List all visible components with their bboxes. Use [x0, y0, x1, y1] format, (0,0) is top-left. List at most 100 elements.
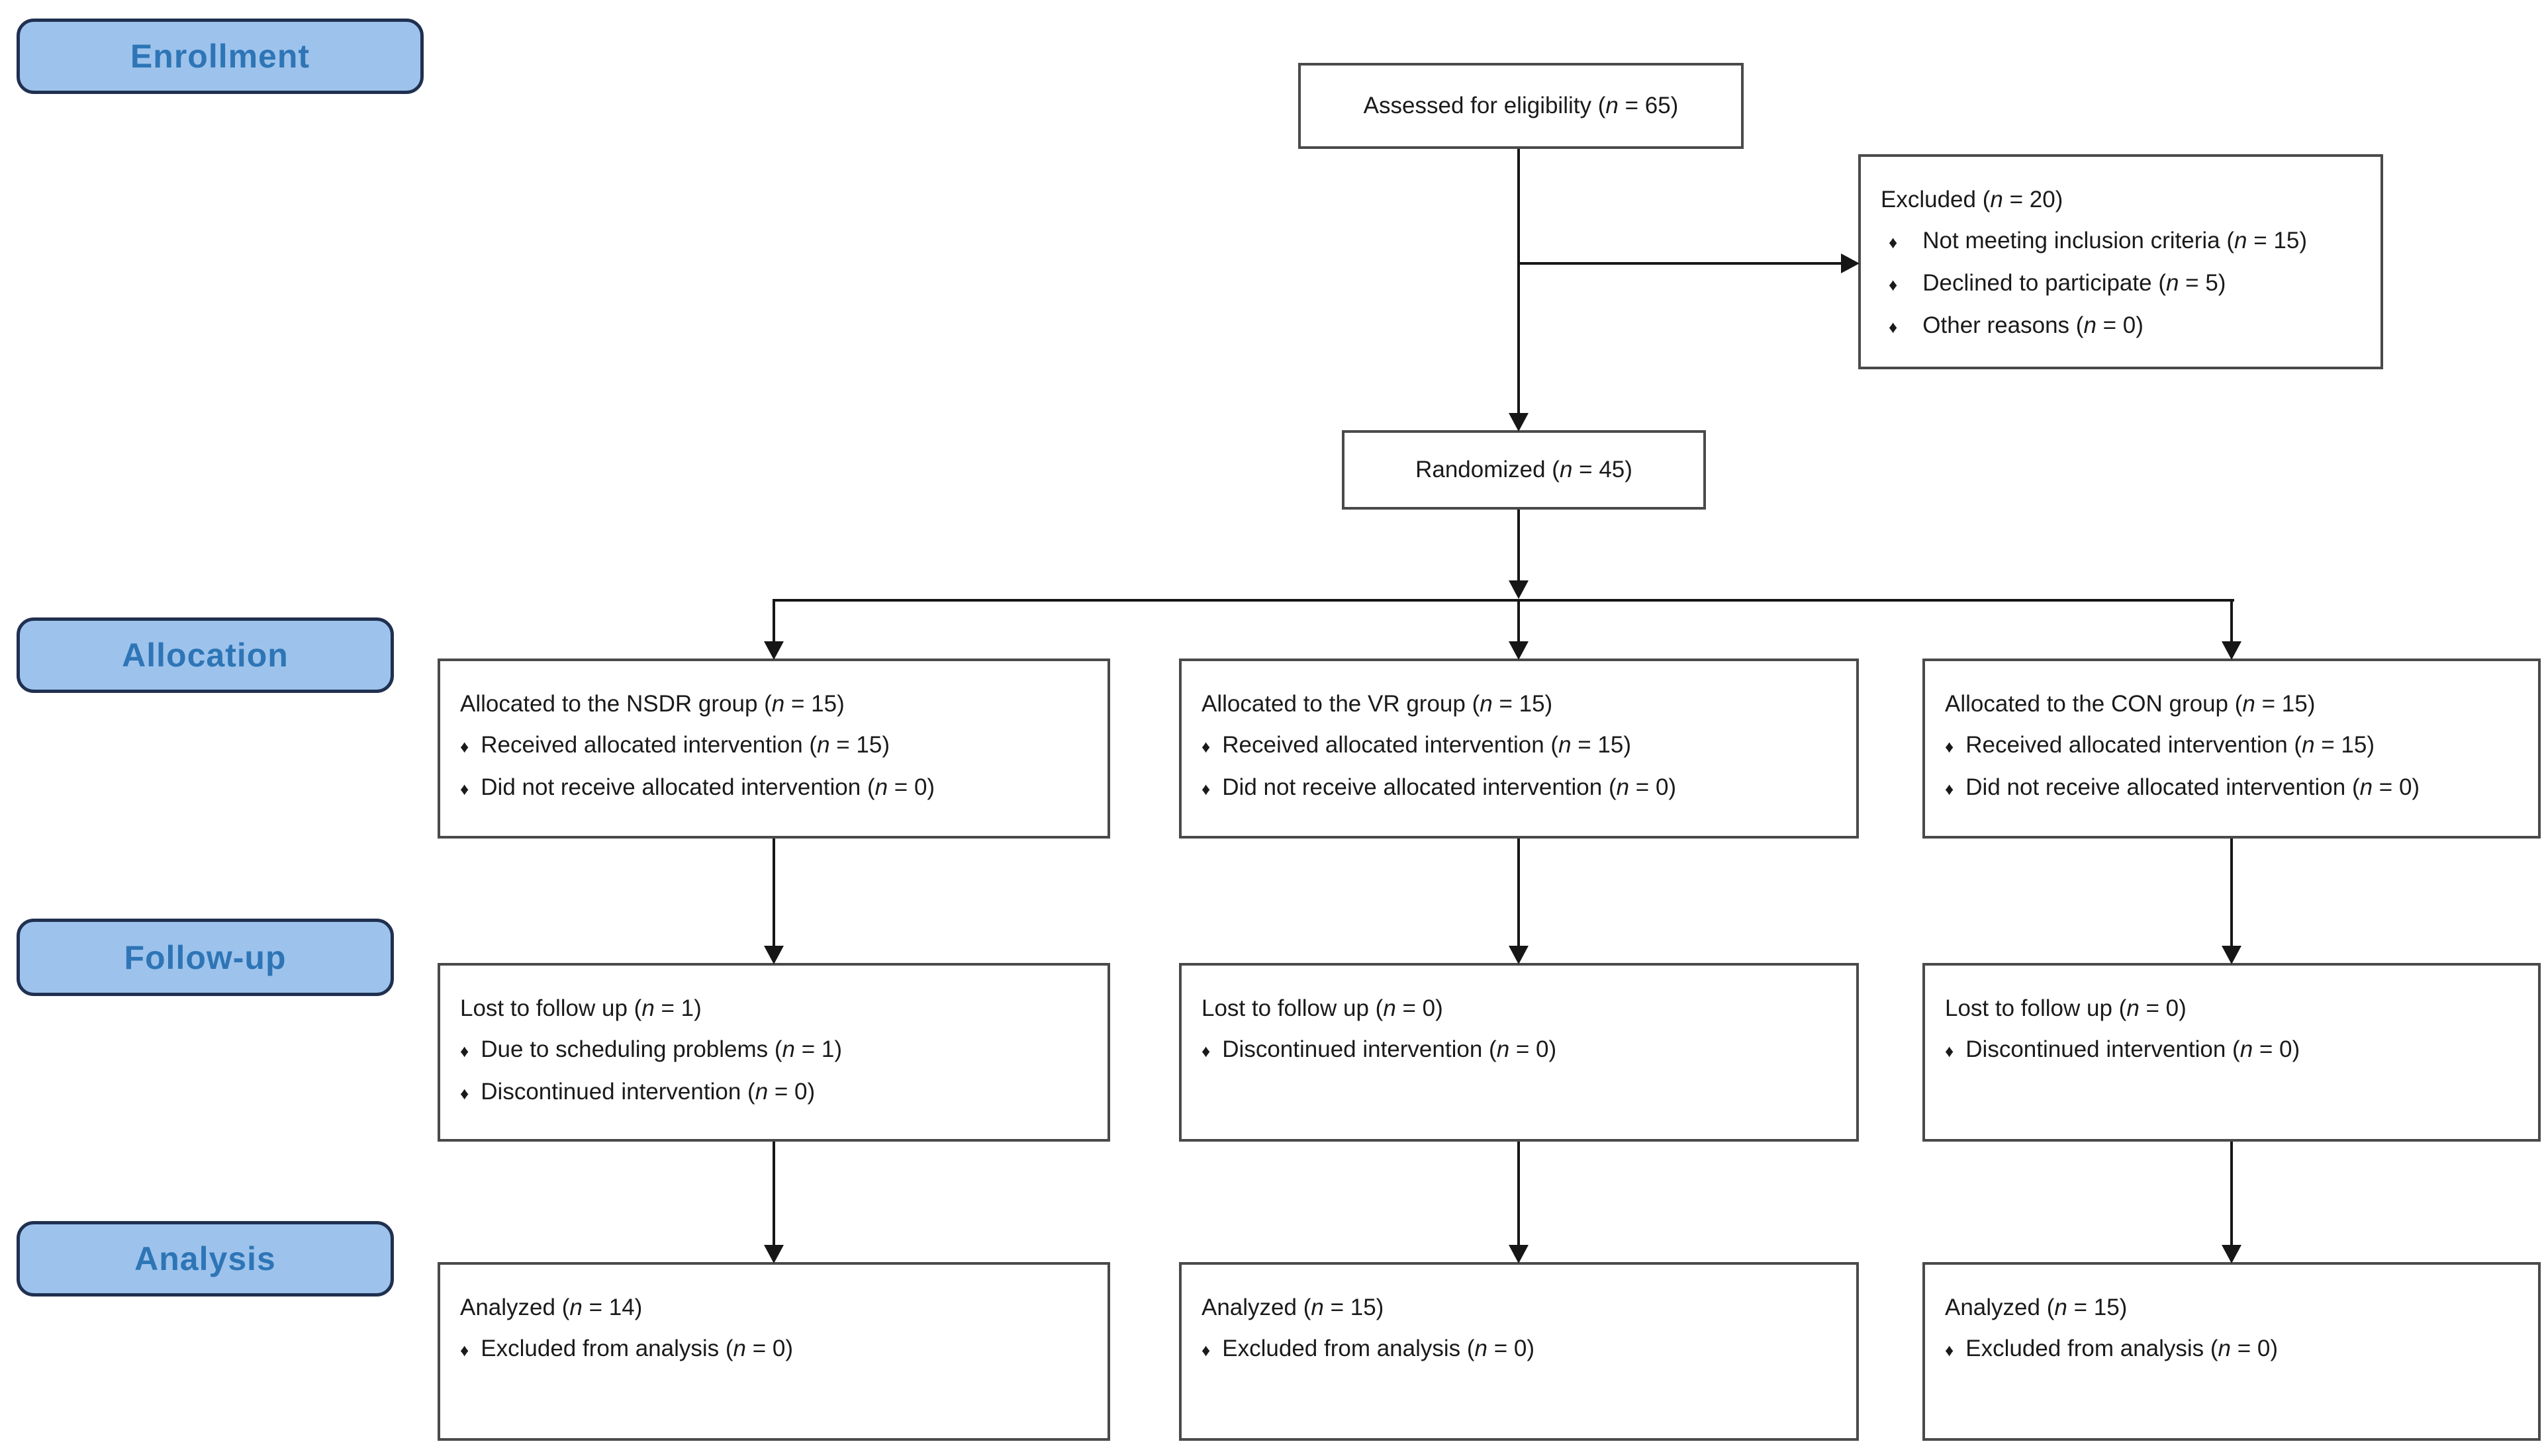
box-title: Analyzed (n = 15)	[1945, 1295, 2128, 1320]
diamond-bullet-icon: ♦	[1945, 1340, 1954, 1360]
bullet-item: ♦ Received allocated intervention (n = 1…	[460, 725, 1092, 767]
bullet-item: ♦ Excluded from analysis (n = 0)	[460, 1328, 1092, 1371]
bullet-text: Did not receive allocated intervention (…	[1965, 774, 2420, 800]
box-title: Lost to follow up (n = 0)	[1202, 995, 1443, 1021]
diamond-bullet-icon: ♦	[1889, 232, 1898, 252]
allocation-box-con: Allocated to the CON group (n = 15) ♦ Re…	[1922, 659, 2541, 839]
connector-branch-to-vr	[1517, 602, 1520, 643]
analysis-box-vr: Analyzed (n = 15) ♦ Excluded from analys…	[1179, 1262, 1859, 1441]
diamond-bullet-icon: ♦	[460, 1041, 469, 1061]
diamond-bullet-icon: ♦	[460, 779, 469, 799]
phase-label-text: Analysis	[134, 1240, 276, 1277]
bullet-item: ♦ Received allocated intervention (n = 1…	[1945, 725, 2522, 767]
diamond-bullet-icon: ♦	[1202, 1041, 1211, 1061]
bullet-item: ♦ Excluded from analysis (n = 0)	[1945, 1328, 2522, 1371]
bullet-item: ♦ Declined to participate (n = 5)	[1881, 263, 2365, 305]
analysis-box-con: Analyzed (n = 15) ♦ Excluded from analys…	[1922, 1262, 2541, 1441]
followup-box-con: Lost to follow up (n = 0) ♦ Discontinued…	[1922, 963, 2541, 1142]
phase-label-allocation: Allocation	[17, 617, 394, 693]
arrowhead-down-followup-vr	[1509, 946, 1529, 964]
arrowhead-down-allocation-nsdr	[764, 641, 784, 660]
connector-allocation-to-followup-con	[2230, 839, 2233, 946]
connector-branch-to-con	[2230, 602, 2233, 643]
arrowhead-down-followup-con	[2222, 946, 2241, 964]
diamond-bullet-icon: ♦	[460, 737, 469, 756]
box-title: Allocated to the VR group (n = 15)	[1202, 691, 1553, 717]
bullet-item: ♦ Did not receive allocated intervention…	[460, 767, 1092, 809]
excluded-box: Excluded (n = 20) ♦ Not meeting inclusio…	[1858, 154, 2383, 369]
bullet-text: Discontinued intervention (n = 0)	[1222, 1036, 1557, 1062]
connector-followup-to-analysis-nsdr	[773, 1142, 775, 1245]
arrowhead-down-allocation-con	[2222, 641, 2241, 660]
diamond-bullet-icon: ♦	[1945, 1041, 1954, 1061]
bullet-text: Other reasons (n = 0)	[1922, 312, 2144, 338]
arrowhead-down-analysis-nsdr	[764, 1245, 784, 1263]
connector-assessed-to-randomized	[1517, 149, 1520, 414]
allocation-box-nsdr: Allocated to the NSDR group (n = 15) ♦ R…	[438, 659, 1110, 839]
bullet-text: Not meeting inclusion criteria (n = 15)	[1922, 228, 2307, 253]
analysis-box-nsdr: Analyzed (n = 14) ♦ Excluded from analys…	[438, 1262, 1110, 1441]
bullet-text: Declined to participate (n = 5)	[1922, 270, 2226, 296]
phase-label-text: Enrollment	[130, 38, 310, 75]
phase-label-text: Allocation	[122, 637, 289, 674]
bullet-text: Received allocated intervention (n = 15)	[1222, 732, 1632, 758]
bullet-text: Excluded from analysis (n = 0)	[1965, 1336, 2279, 1361]
bullet-text: Excluded from analysis (n = 0)	[481, 1336, 794, 1361]
bullet-text: Received allocated intervention (n = 15)	[1965, 732, 2375, 758]
bullet-item: ♦ Did not receive allocated intervention…	[1945, 767, 2522, 809]
diamond-bullet-icon: ♦	[1202, 1340, 1211, 1360]
phase-label-enrollment: Enrollment	[17, 19, 424, 94]
bullet-item: ♦ Did not receive allocated intervention…	[1202, 767, 1840, 809]
diamond-bullet-icon: ♦	[1889, 317, 1898, 337]
randomized-text: Randomized (n = 45)	[1415, 457, 1632, 482]
diamond-bullet-icon: ♦	[460, 1083, 469, 1103]
box-title: Allocated to the NSDR group (n = 15)	[460, 691, 845, 717]
diamond-bullet-icon: ♦	[1945, 737, 1954, 756]
followup-box-nsdr: Lost to follow up (n = 1) ♦ Due to sched…	[438, 963, 1110, 1142]
arrowhead-down-branch-junction	[1509, 580, 1529, 599]
assessed-text: Assessed for eligibility (n = 65)	[1363, 93, 1679, 118]
connector-allocation-to-followup-vr	[1517, 839, 1520, 946]
bullet-item: ♦ Discontinued intervention (n = 0)	[1945, 1029, 2522, 1071]
diamond-bullet-icon: ♦	[1202, 737, 1211, 756]
diamond-bullet-icon: ♦	[1889, 275, 1898, 295]
bullet-item: ♦ Received allocated intervention (n = 1…	[1202, 725, 1840, 767]
connector-randomized-to-branch	[1517, 510, 1520, 583]
bullet-text: Did not receive allocated intervention (…	[1222, 774, 1677, 800]
bullet-text: Excluded from analysis (n = 0)	[1222, 1336, 1535, 1361]
box-title: Analyzed (n = 15)	[1202, 1295, 1384, 1320]
bullet-item: ♦ Discontinued intervention (n = 0)	[1202, 1029, 1840, 1071]
box-title: Lost to follow up (n = 0)	[1945, 995, 2187, 1021]
phase-label-followup: Follow-up	[17, 919, 394, 996]
followup-box-vr: Lost to follow up (n = 0) ♦ Discontinued…	[1179, 963, 1859, 1142]
bullet-text: Due to scheduling problems (n = 1)	[481, 1036, 843, 1062]
connector-branch-to-nsdr	[773, 602, 775, 643]
arrowhead-down-analysis-con	[2222, 1245, 2241, 1263]
phase-label-analysis: Analysis	[17, 1221, 394, 1297]
connector-to-excluded	[1517, 262, 1841, 265]
phase-label-text: Follow-up	[124, 938, 287, 976]
connector-branch-horizontal	[773, 599, 2234, 602]
box-title: Allocated to the CON group (n = 15)	[1945, 691, 2316, 717]
diamond-bullet-icon: ♦	[1202, 779, 1211, 799]
connector-allocation-to-followup-nsdr	[773, 839, 775, 946]
bullet-text: Discontinued intervention (n = 0)	[481, 1079, 816, 1105]
connector-followup-to-analysis-vr	[1517, 1142, 1520, 1245]
bullet-text: Discontinued intervention (n = 0)	[1965, 1036, 2300, 1062]
bullet-item: ♦ Discontinued intervention (n = 0)	[460, 1071, 1092, 1114]
allocation-box-vr: Allocated to the VR group (n = 15) ♦ Rec…	[1179, 659, 1859, 839]
randomized-box: Randomized (n = 45)	[1342, 430, 1706, 510]
bullet-item: ♦ Not meeting inclusion criteria (n = 15…	[1881, 220, 2365, 263]
arrowhead-right-excluded	[1841, 253, 1860, 273]
diamond-bullet-icon: ♦	[460, 1340, 469, 1360]
assessed-box: Assessed for eligibility (n = 65)	[1298, 63, 1744, 149]
box-title: Analyzed (n = 14)	[460, 1295, 643, 1320]
connector-followup-to-analysis-con	[2230, 1142, 2233, 1245]
bullet-item: ♦ Excluded from analysis (n = 0)	[1202, 1328, 1840, 1371]
bullet-item: ♦ Due to scheduling problems (n = 1)	[460, 1029, 1092, 1071]
bullet-text: Received allocated intervention (n = 15)	[481, 732, 890, 758]
bullet-item: ♦ Other reasons (n = 0)	[1881, 305, 2365, 347]
bullet-text: Did not receive allocated intervention (…	[481, 774, 935, 800]
diamond-bullet-icon: ♦	[1945, 779, 1954, 799]
